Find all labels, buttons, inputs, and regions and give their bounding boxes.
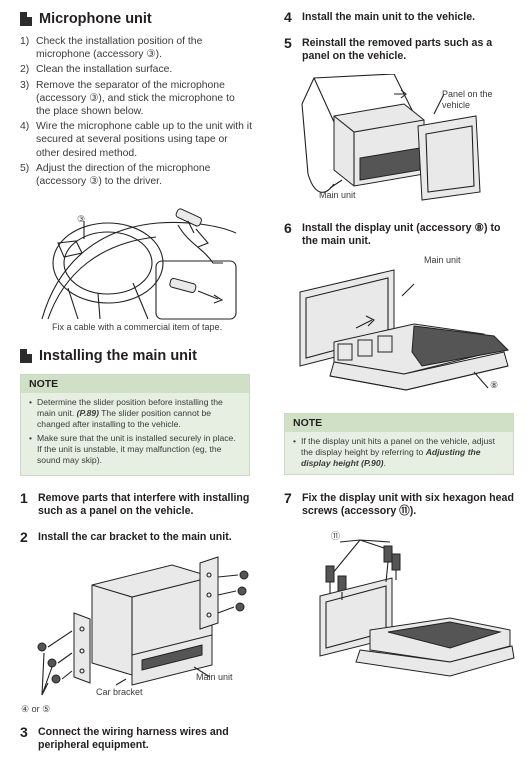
list-item: 4)Wire the microphone cable up to the un… [20, 121, 253, 159]
microphone-section-heading: Microphone unit [20, 11, 152, 27]
note-title: NOTE [21, 375, 249, 393]
fig2-accessory-label: ④ or ⑤ [21, 704, 51, 714]
section-square-icon [20, 349, 32, 363]
fig5-main-unit-label: Main unit [319, 190, 356, 200]
list-item: 5)Adjust the direction of the microphone… [20, 162, 211, 188]
hexagon-screws-figure [319, 539, 515, 677]
note-body: Determine the slider position before ins… [21, 393, 249, 475]
list-item: 1)Check the installation position of the… [20, 36, 203, 61]
note-item: Make sure that the unit is installed sec… [29, 433, 241, 466]
list-item: 2)Clean the installation surface. [20, 64, 173, 76]
note-box-right: NOTE If the display unit hits a panel on… [284, 413, 514, 475]
fig2-car-bracket-label: Car bracket [96, 687, 143, 697]
fig6-accessory-label: ⑧ [490, 380, 499, 390]
microphone-steps-list: 1)Check the installation position of the… [20, 35, 252, 190]
figure-accessory-label: ③ [77, 214, 86, 224]
microphone-installation-figure [41, 208, 237, 320]
fig6-main-unit-label: Main unit [424, 255, 461, 265]
section-square-icon [20, 12, 32, 26]
note-item: Determine the slider position before ins… [29, 397, 241, 430]
microphone-title: Microphone unit [39, 11, 152, 27]
display-unit-figure [299, 269, 510, 391]
fig7-accessory-label: ⑪ [331, 531, 341, 541]
fig5-panel-label: Panel on the vehicle [442, 89, 493, 110]
microphone-figure-caption: Fix a cable with a commercial item of ta… [52, 322, 223, 332]
vehicle-panel-figure [301, 74, 481, 201]
car-bracket-figure [37, 556, 249, 696]
fig2-main-unit-label: Main unit [196, 672, 233, 682]
note-title: NOTE [285, 414, 513, 432]
note-box-left: NOTE Determine the slider position befor… [20, 374, 250, 476]
list-item: 3)Remove the separator of the microphone… [20, 79, 235, 118]
installing-section-heading: Installing the main unit [20, 348, 197, 364]
note-body: If the display unit hits a panel on the … [285, 432, 513, 478]
note-item: If the display unit hits a panel on the … [293, 436, 505, 469]
installing-title: Installing the main unit [39, 348, 197, 364]
